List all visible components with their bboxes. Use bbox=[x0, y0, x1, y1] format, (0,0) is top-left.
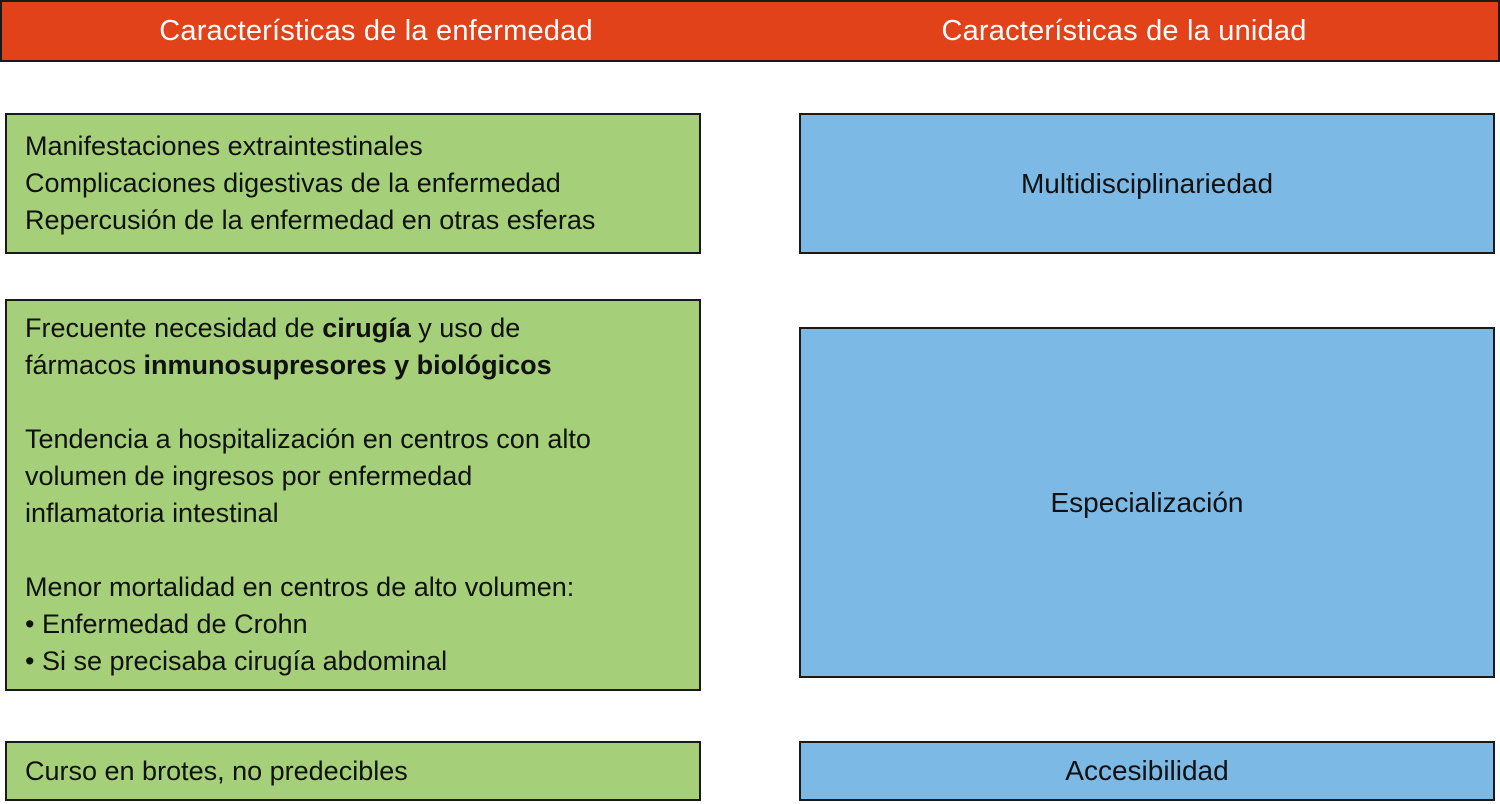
unit-box-multidisciplinarity-label: Multidisciplinariedad bbox=[1020, 167, 1274, 199]
unit-box-multidisciplinarity: Multidisciplinariedad bbox=[799, 113, 1495, 254]
disease-box-course: Curso en brotes, no predecibles bbox=[5, 741, 701, 801]
unit-box-specialization-label: Especialización bbox=[1050, 486, 1244, 518]
header-bar: Características de la enfermedad Caracte… bbox=[0, 0, 1500, 62]
unit-box-specialization: Especialización bbox=[799, 327, 1495, 678]
header-title-unit: Características de la unidad bbox=[941, 14, 1307, 47]
unit-box-accessibility-label: Accesibilidad bbox=[1065, 755, 1229, 786]
unit-box-accessibility: Accesibilidad bbox=[799, 741, 1495, 801]
header-title-disease: Características de la enfermedad bbox=[159, 14, 593, 47]
